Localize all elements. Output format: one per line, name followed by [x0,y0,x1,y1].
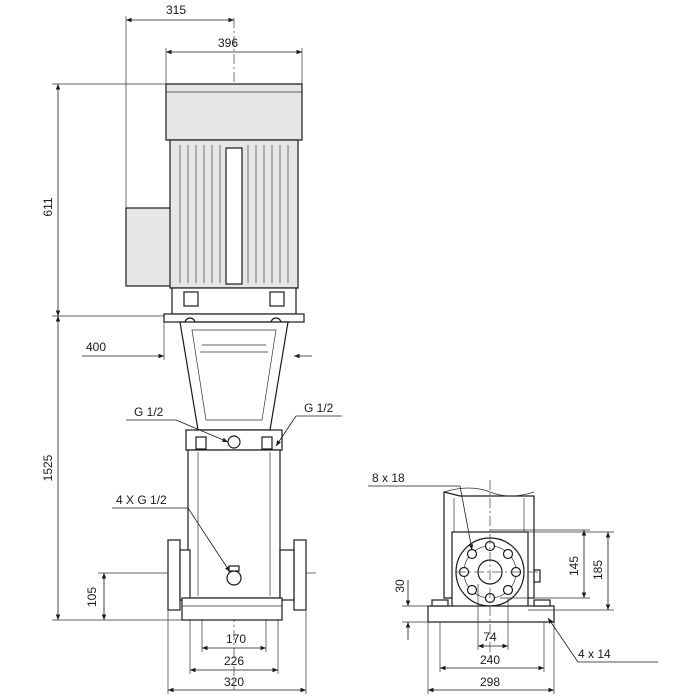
dim-motor-offset: 315 [166,3,186,17]
dim-coupling-clearance: 400 [86,340,106,354]
coupling-guard [179,321,289,431]
dim-base-inner: 170 [226,632,246,646]
dim-motor-width: 396 [218,36,238,50]
label-flange-holes: 8 x 18 [372,471,405,485]
vent-plug [227,435,241,449]
front-view: 611 1525 105 315 396 400 G 1/2 G 1/2 4 X [41,3,342,694]
inlet-flange [167,539,181,611]
dim-base-width: 298 [480,675,500,689]
label-vent-right: G 1/2 [304,401,334,415]
label-anchor-holes: 4 x 14 [578,647,611,661]
motor-fins [179,145,289,283]
side-base-plate [427,605,555,623]
dim-anchor-spacing: 240 [480,653,500,667]
pump-base [181,597,283,621]
dim-base-outer: 320 [224,675,244,689]
dim-port-to-port: 226 [224,654,244,668]
dim-total-height: 1525 [41,454,55,481]
dim-bolt-circle: 145 [567,556,581,576]
drain-port [226,570,242,586]
dim-flange-outer: 185 [591,560,605,580]
outlet-flange [293,539,307,611]
label-vent-left: G 1/2 [134,405,164,419]
terminal-box [125,207,175,287]
dim-bore: 74 [483,630,497,644]
dim-flange-height: 105 [85,587,99,607]
motor-fan-cover [165,83,303,141]
dim-base-height: 30 [393,579,407,593]
label-drain-ports: 4 X G 1/2 [116,493,167,507]
dim-motor-height: 611 [41,197,55,216]
side-view: 8 x 18 30 145 185 74 240 298 [368,471,658,694]
